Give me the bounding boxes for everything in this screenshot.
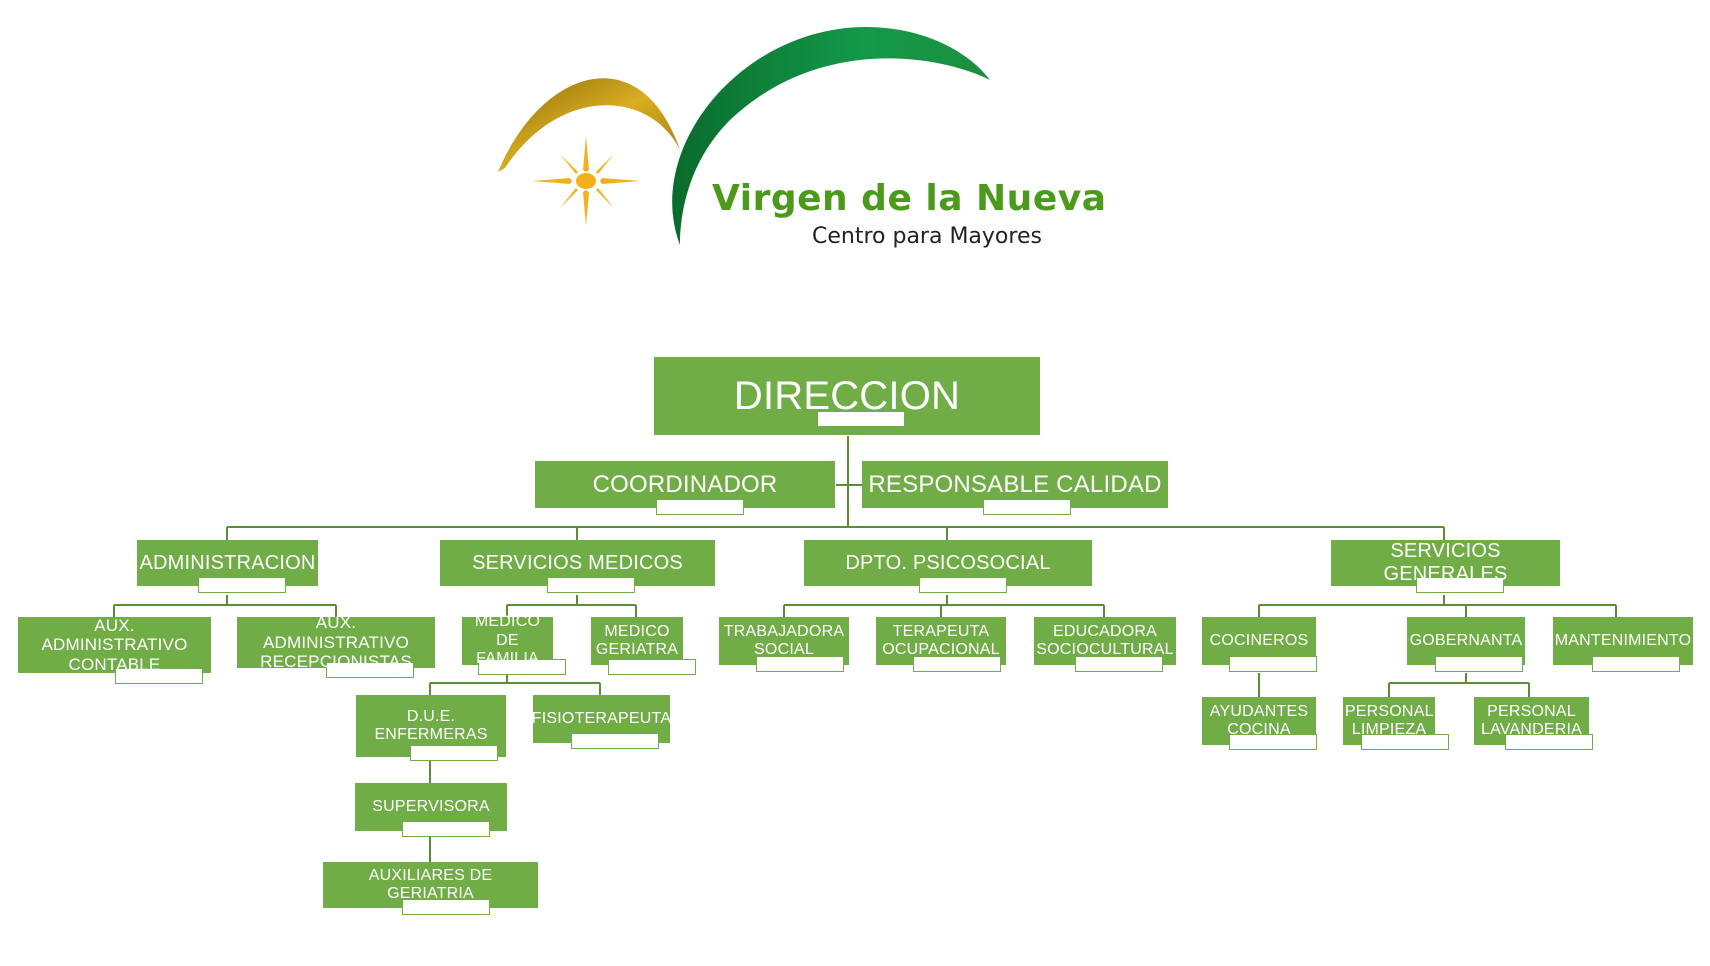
node-servicios-generales[interactable]: SERVICIOS GENERALES [1331,540,1560,586]
node-dpto-psicosocial-label: DPTO. PSICOSOCIAL [845,551,1051,574]
node-educadora-sociocultural-tag [1075,656,1163,672]
node-coordinador-label: COORDINADOR [592,470,778,498]
node-auxiliares-geriatria[interactable]: AUXILIARES DE GERIATRIA [323,862,538,908]
node-supervisora-label: SUPERVISORA [372,797,490,815]
node-administracion-tag [198,577,286,593]
node-educadora-sociocultural[interactable]: EDUCADORA SOCIOCULTURAL [1034,617,1176,665]
node-ayudantes-cocina-tag [1229,734,1317,750]
node-direccion-tag [817,411,905,427]
node-terapeuta-ocupacional-tag [913,656,1001,672]
node-personal-lavanderia-tag [1505,734,1593,750]
node-fisioterapeuta-label: FISIOTERAPEUTA [531,709,672,727]
node-servicios-generales-tag [1416,577,1504,593]
node-cocineros-label: COCINEROS [1209,631,1309,649]
node-supervisora-tag [402,821,490,837]
node-medico-geriatra-label: MEDICO GERIATRA [595,622,679,658]
node-medico-familia-tag [478,659,566,675]
logo-emblem [498,26,990,245]
node-trabajadora-social-label: TRABAJADORA SOCIAL [723,622,845,658]
node-aux-recepcionistas-tag [326,662,414,678]
node-responsable-calidad-tag [983,499,1071,515]
node-servicios-medicos-label: SERVICIOS MEDICOS [472,551,683,574]
node-personal-lavanderia[interactable]: PERSONAL LAVANDERIA [1474,697,1589,745]
node-due-enfermeras-tag [410,745,498,761]
node-medico-geriatra[interactable]: MEDICO GERIATRA [591,617,683,665]
node-cocineros-tag [1229,656,1317,672]
node-mantenimiento-tag [1592,656,1680,672]
node-medico-familia-label: MEDICO DE FAMILIA [474,613,541,668]
node-due-enfermeras-label: D.U.E. ENFERMERAS [374,707,488,743]
node-medico-familia[interactable]: MEDICO DE FAMILIA [462,613,553,667]
node-servicios-generales-label: SERVICIOS GENERALES [1383,540,1508,585]
node-auxiliares-geriatria-label: AUXILIARES DE GERIATRIA [368,866,493,902]
node-administracion-label: ADMINISTRACION [139,551,316,574]
node-auxiliares-geriatria-tag [402,899,490,915]
node-personal-limpieza[interactable]: PERSONAL LIMPIEZA [1343,697,1435,745]
node-dpto-psicosocial-tag [919,577,1007,593]
sun-icon [532,136,640,226]
node-terapeuta-ocupacional-label: TERAPEUTA OCUPACIONAL [882,622,1000,658]
node-trabajadora-social[interactable]: TRABAJADORA SOCIAL [719,617,849,665]
node-trabajadora-social-tag [756,656,844,672]
node-personal-lavanderia-label: PERSONAL LAVANDERIA [1481,702,1582,738]
node-ayudantes-cocina[interactable]: AYUDANTES COCINA [1202,697,1316,745]
node-aux-recepcionistas[interactable]: AUX. ADMINISTRATIVO RECEPCIONISTAS [237,613,435,671]
node-medico-geriatra-tag [608,659,696,675]
node-mantenimiento-label: MANTENIMIENTO [1554,631,1692,649]
node-gobernanta-label: GOBERNANTA [1409,631,1523,649]
node-aux-contable-tag [115,668,203,684]
node-gobernanta-tag [1435,656,1523,672]
node-direccion-label: DIRECCION [733,374,961,418]
logo-name: Virgen de la Nueva [712,178,1107,219]
node-servicios-medicos-tag [547,577,635,593]
logo-tagline: Centro para Mayores [812,224,1042,249]
node-coordinador-tag [656,499,744,515]
node-fisioterapeuta-tag [571,733,659,749]
node-aux-contable-label: AUX. ADMINISTRATIVO CONTABLE [41,615,188,674]
node-ayudantes-cocina-label: AYUDANTES COCINA [1209,702,1309,738]
node-responsable-calidad-label: RESPONSABLE CALIDAD [868,470,1162,498]
node-aux-recepcionistas-label: AUX. ADMINISTRATIVO RECEPCIONISTAS [260,613,412,672]
node-personal-limpieza-label: PERSONAL LIMPIEZA [1344,702,1434,738]
node-terapeuta-ocupacional[interactable]: TERAPEUTA OCUPACIONAL [876,617,1006,665]
node-aux-contable[interactable]: AUX. ADMINISTRATIVO CONTABLE [18,615,211,674]
node-educadora-sociocultural-label: EDUCADORA SOCIOCULTURAL [1036,622,1174,658]
node-personal-limpieza-tag [1361,734,1449,750]
